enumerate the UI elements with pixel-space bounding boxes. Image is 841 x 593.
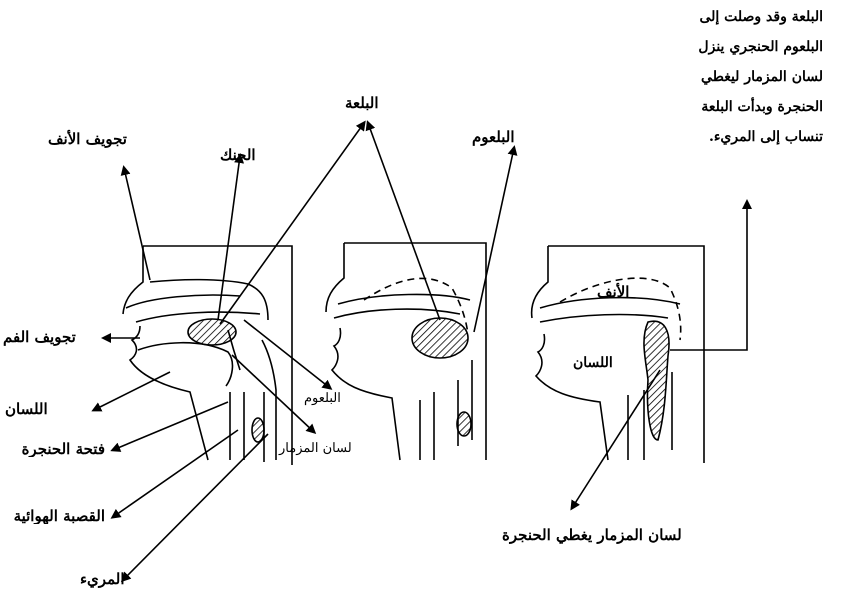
- label-tongue-right: اللسان: [573, 356, 613, 370]
- panel-1-head: [123, 246, 292, 465]
- label-bolus: البلعة: [345, 96, 379, 111]
- label-tongue-left: اللسان: [5, 402, 48, 417]
- label-oral-cavity: تجويف الفم: [3, 330, 76, 345]
- label-palate: الحنك: [220, 148, 256, 163]
- caption-paragraph: البلعة وقد وصلت إلى البلعوم الحنجري ينزل…: [613, 2, 823, 152]
- label-epiglottis-mid: لسان المزمار: [279, 442, 352, 455]
- label-epiglottis-bottom: لسان المزمار يغطي الحنجرة: [502, 528, 682, 543]
- label-nasal-cavity: تجويف الأنف: [48, 132, 127, 147]
- label-pharynx-top: البلعوم: [472, 130, 515, 145]
- caption-line: الحنجرة وبدأت البلعة: [613, 92, 823, 122]
- label-pharynx-mid: البلعوم: [304, 392, 341, 405]
- label-larynx-opening: فتحة الحنجرة: [5, 442, 105, 457]
- caption-arrow: [670, 202, 747, 350]
- bolus-1: [188, 319, 236, 345]
- bolus-2: [412, 318, 468, 358]
- panel-3-head: [532, 246, 704, 463]
- epiglottis-mark-1: [252, 418, 264, 442]
- caption-line: لسان المزمار ليغطي: [613, 62, 823, 92]
- caption-line: البلعة وقد وصلت إلى: [613, 2, 823, 32]
- caption-line: البلعوم الحنجري ينزل: [613, 32, 823, 62]
- label-arrows: [94, 123, 660, 580]
- caption-line: تنساب إلى المريء.: [613, 122, 823, 152]
- label-nose: الأنف: [597, 285, 629, 300]
- bolus-3: [644, 321, 669, 440]
- epiglottis-mark-2: [457, 412, 471, 436]
- label-esophagus: المريء: [80, 572, 124, 587]
- label-trachea: القصبة الهوائية: [5, 509, 105, 524]
